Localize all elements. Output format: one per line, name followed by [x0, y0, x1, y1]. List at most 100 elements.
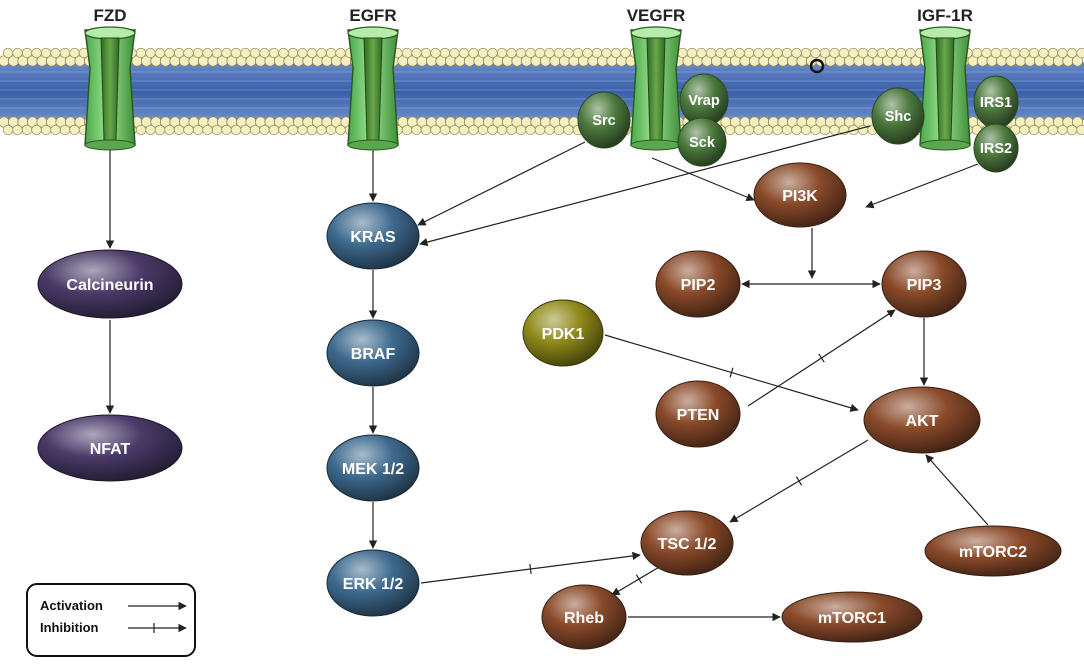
membrane-lipid-head — [325, 124, 337, 136]
membrane-lipid-head — [1066, 124, 1078, 136]
membrane-lipid-head — [192, 47, 204, 59]
membrane-lipid-head — [506, 47, 517, 59]
membrane-lipid-head — [439, 47, 451, 59]
node-shape-akt — [863, 386, 981, 454]
membrane-lipid-head — [563, 124, 574, 136]
membrane-lipid-head — [401, 124, 413, 136]
membrane-lipid-head — [800, 124, 812, 136]
node-pip3: PIP3 — [881, 250, 967, 318]
receptor-label-vegfr: VEGFR — [627, 6, 686, 25]
membrane-lipid-head — [1028, 124, 1040, 136]
membrane-lipid-head — [2, 47, 14, 59]
membrane-lipid-head — [525, 124, 536, 136]
node-erk12: ERK 1/2 — [326, 549, 420, 617]
node-mek12: MEK 1/2 — [326, 434, 420, 502]
receptor-label-fzd: FZD — [93, 6, 126, 25]
node-shape-mek12 — [326, 434, 420, 502]
membrane-lipid-head — [477, 47, 489, 59]
membrane-lipid-head — [819, 124, 831, 136]
edge-inhibition-tick — [529, 563, 532, 575]
node-label-mtorc1: mTORC1 — [818, 610, 886, 627]
receptor-fzd — [84, 26, 136, 151]
membrane-lipid-head — [800, 47, 812, 59]
node-label-erk12: ERK 1/2 — [343, 576, 404, 593]
membrane-lipid-head — [487, 124, 498, 136]
membrane-lipid-head — [876, 47, 888, 59]
node-calcineurin: Calcineurin — [37, 249, 183, 319]
membrane-lipid-head — [401, 47, 413, 59]
membrane-lipid-head — [12, 47, 23, 59]
membrane-lipid-head — [591, 47, 603, 59]
membrane-lipid-head — [838, 47, 850, 59]
membrane-lipid-head — [1047, 124, 1059, 136]
membrane-lipid-head — [743, 47, 755, 59]
node-shape-pip3 — [881, 250, 967, 318]
node-rheb: Rheb — [541, 584, 627, 650]
membrane-lipid-head — [895, 47, 907, 59]
receptor-channel — [100, 37, 120, 141]
membrane-lipid-head — [696, 47, 707, 59]
membrane-lipid-head — [734, 47, 745, 59]
membrane-lipid-head — [411, 124, 422, 136]
membrane-lipid-head — [202, 124, 213, 136]
adaptor-shc: Shc — [871, 87, 925, 145]
receptor-egfr — [347, 26, 399, 151]
membrane-lipid-head — [50, 124, 61, 136]
receptor-label-egfr: EGFR — [349, 6, 396, 25]
node-mtorc1: mTORC1 — [781, 591, 923, 643]
node-shape-rheb — [541, 584, 627, 650]
membrane-lipid-head — [1019, 47, 1030, 59]
membrane-lipid-head — [420, 47, 432, 59]
adaptor-shape-sck — [677, 117, 727, 167]
membrane-lipid-head — [316, 47, 327, 59]
membrane-lipid-head — [297, 124, 308, 136]
membrane-lipid-head — [287, 47, 299, 59]
membrane-lipid-head — [221, 124, 232, 136]
membrane-lipid-head — [810, 47, 821, 59]
membrane-lipid-head — [278, 47, 289, 59]
membrane-lipid-head — [1038, 47, 1049, 59]
receptor-channel — [935, 37, 955, 141]
membrane-lipid-head — [601, 47, 612, 59]
membrane-marker-icon — [809, 58, 825, 74]
membrane-lipid-head — [221, 47, 232, 59]
membrane-lipid-head — [819, 47, 831, 59]
membrane-lipid-head — [1047, 47, 1059, 59]
receptor-vegfr — [630, 26, 682, 151]
membrane-lipid-head — [905, 47, 916, 59]
membrane-lipid-head — [1076, 47, 1084, 59]
membrane-lipid-head — [268, 124, 280, 136]
node-shape-pip2 — [655, 250, 741, 318]
membrane-lipid-head — [154, 47, 166, 59]
membrane-lipid-head — [164, 47, 175, 59]
membrane-lipid-head — [1057, 47, 1068, 59]
membrane-lipid-head — [515, 47, 527, 59]
membrane-lipid-head — [12, 124, 23, 136]
membrane-lipid-head — [1076, 124, 1084, 136]
adaptor-label-irs1: IRS1 — [980, 95, 1012, 111]
adaptor-shape-shc — [871, 87, 925, 145]
adaptor-label-irs2: IRS2 — [980, 141, 1012, 157]
membrane-lipid-head — [515, 124, 527, 136]
membrane-lipid-head — [192, 124, 204, 136]
membrane-lipid-head — [240, 124, 251, 136]
edge-inhibition-tick — [795, 476, 803, 486]
membrane-lipid-head — [21, 124, 33, 136]
membrane-lipid-head — [753, 47, 764, 59]
membrane-lipid-head — [287, 124, 299, 136]
node-shape-kras — [326, 202, 420, 270]
node-pi3k: PI3K — [753, 162, 847, 228]
membrane-lipid-head — [430, 124, 441, 136]
membrane-lipid-head — [40, 47, 52, 59]
receptor-top — [347, 26, 399, 40]
membrane-lipid-head — [544, 47, 555, 59]
receptor-bottom — [630, 139, 682, 151]
membrane-lipid-head — [325, 47, 337, 59]
membrane-lipid-head — [458, 124, 470, 136]
edge-src-kras — [417, 141, 586, 226]
membrane-lipid-head — [753, 124, 764, 136]
node-pip2: PIP2 — [655, 250, 741, 318]
